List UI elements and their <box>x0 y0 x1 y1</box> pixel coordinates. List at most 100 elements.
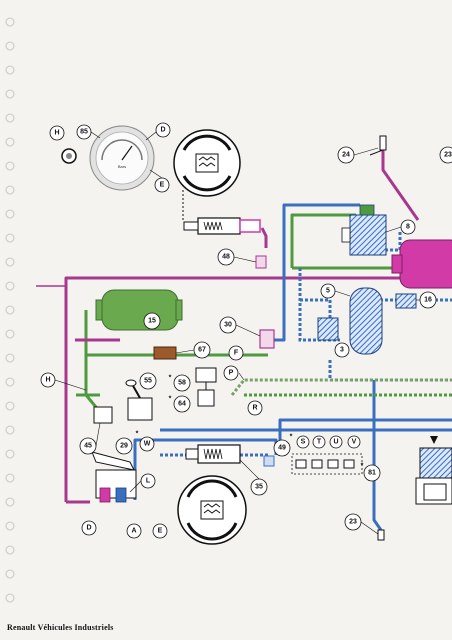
label-F: F <box>228 345 244 361</box>
relay-valve-30 <box>259 329 275 349</box>
label-text: 85 <box>80 129 88 136</box>
label-W: W <box>139 436 155 452</box>
green-reservoir <box>95 289 183 331</box>
label-text: L <box>146 478 151 485</box>
label-text: W <box>144 441 151 448</box>
label-text: 15 <box>148 318 156 325</box>
label-text: 45 <box>84 443 92 450</box>
label-85: 85 <box>76 124 92 140</box>
label-text: 35 <box>255 484 263 491</box>
label-15: 15 <box>143 312 161 330</box>
label-45: 45 <box>79 437 97 455</box>
label-text: H <box>45 377 50 384</box>
label-text: P <box>229 370 234 377</box>
label-35: 35 <box>250 478 268 496</box>
label-text: 29 <box>120 443 128 450</box>
label-text: H <box>54 130 59 137</box>
label-55: 55 <box>139 372 157 390</box>
label-text: 49 <box>278 445 286 452</box>
label-U: U <box>329 435 343 449</box>
asterisk-64: * <box>169 396 172 403</box>
brake-pedal-valve-29 <box>91 451 137 503</box>
label-text: 23 <box>349 519 357 526</box>
label-V: V <box>347 435 361 449</box>
label-S: S <box>296 435 310 449</box>
connector-24 <box>369 135 387 156</box>
label-30: 30 <box>219 316 237 334</box>
label-text: 64 <box>178 401 186 408</box>
pink-air-line <box>36 150 452 504</box>
asterisk-49: * <box>290 434 293 441</box>
label-23-bot: 23 <box>344 513 362 531</box>
label-29: 29 <box>115 437 133 455</box>
connector-23 <box>377 529 385 541</box>
label-text: A <box>131 528 136 535</box>
indicator-lamp <box>61 148 77 164</box>
label-text: E <box>158 528 163 535</box>
label-text: 30 <box>224 322 232 329</box>
brake-chamber-bottom <box>185 444 241 464</box>
label-E-bot: E <box>152 523 168 539</box>
label-text: U <box>333 439 338 446</box>
component-58-64 <box>195 367 217 407</box>
label-3: 3 <box>334 342 350 358</box>
label-L: L <box>140 473 156 489</box>
label-D-top: D <box>155 122 171 138</box>
rear-brake-drum <box>177 475 247 545</box>
air-dryer-5 <box>317 287 417 355</box>
gauge-dial-text: Bars <box>118 164 126 169</box>
leader-lines <box>54 131 420 535</box>
label-D-bot: D <box>81 520 97 536</box>
junction-block-81 <box>291 453 363 475</box>
magenta-reservoir <box>391 239 452 289</box>
label-58: 58 <box>173 374 191 392</box>
component-67 <box>153 346 177 360</box>
label-48: 48 <box>217 248 235 266</box>
label-text: D <box>86 525 91 532</box>
label-text: D <box>160 127 165 134</box>
label-5: 5 <box>320 283 336 299</box>
label-text: V <box>352 439 357 446</box>
protection-valve-8 <box>341 204 387 256</box>
connector-48 <box>255 255 267 269</box>
label-T: T <box>312 435 326 449</box>
label-text: E <box>160 182 165 189</box>
label-E-gauge: E <box>154 177 170 193</box>
label-49: 49 <box>273 439 291 457</box>
label-text: T <box>317 439 322 446</box>
label-text: S <box>301 439 306 446</box>
asterisk-W: * <box>136 431 139 438</box>
label-text: 67 <box>198 347 206 354</box>
connector-49 <box>263 455 275 467</box>
hand-brake-valve-55 <box>125 379 153 421</box>
label-text: 8 <box>406 224 410 231</box>
binder-holes <box>5 17 15 603</box>
label-text: 3 <box>340 347 344 354</box>
brake-chamber-top <box>183 217 261 235</box>
label-A: A <box>126 523 142 539</box>
label-R: R <box>247 400 263 416</box>
publisher-footer: Renault Véhicules Industriels <box>7 623 114 632</box>
front-brake-drum <box>173 129 241 197</box>
label-64: 64 <box>173 395 191 413</box>
dashed-green-line <box>230 378 452 397</box>
label-text: 55 <box>144 378 152 385</box>
asterisk-81: * <box>361 463 364 470</box>
label-text: R <box>252 405 257 412</box>
label-H-top: H <box>49 125 65 141</box>
label-P: P <box>223 365 239 381</box>
label-H-mid: H <box>40 372 56 388</box>
asterisk-58: * <box>169 375 172 382</box>
label-text: 58 <box>178 380 186 387</box>
label-16: 16 <box>419 291 437 309</box>
valve-45 <box>93 406 113 424</box>
label-text: 23 <box>444 152 452 159</box>
label-8: 8 <box>400 219 416 235</box>
label-text: 24 <box>342 152 350 159</box>
pressure-gauge: Bars <box>89 125 155 191</box>
label-text: 5 <box>326 288 330 295</box>
label-67: 67 <box>193 341 211 359</box>
green-air-line <box>75 213 452 413</box>
